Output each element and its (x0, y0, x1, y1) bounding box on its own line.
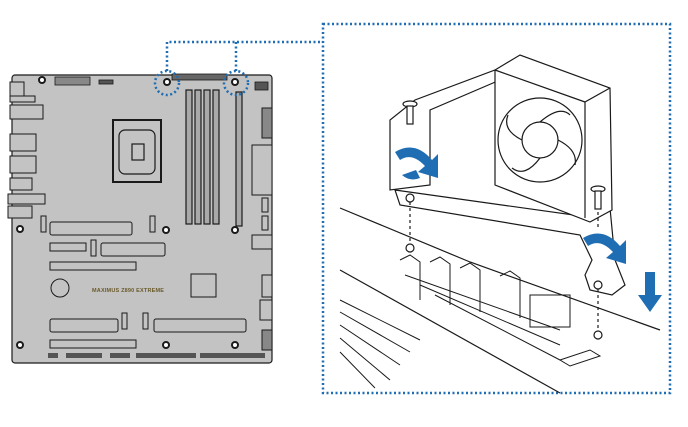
callout (153, 22, 672, 395)
detail-view (339, 54, 661, 394)
down-arrow-icon (638, 272, 662, 312)
screw-icon (590, 185, 606, 210)
rotate-arrow-icon (583, 233, 626, 264)
screw-icon (402, 100, 418, 125)
rotate-arrow-icon (395, 147, 438, 180)
detail-frame (321, 22, 672, 395)
motherboard (7, 73, 273, 364)
board-model-label: MAXIMUS Z890 EXTREME (92, 288, 164, 294)
callout-circle-left (153, 69, 181, 97)
callout-circle-right (222, 69, 250, 97)
